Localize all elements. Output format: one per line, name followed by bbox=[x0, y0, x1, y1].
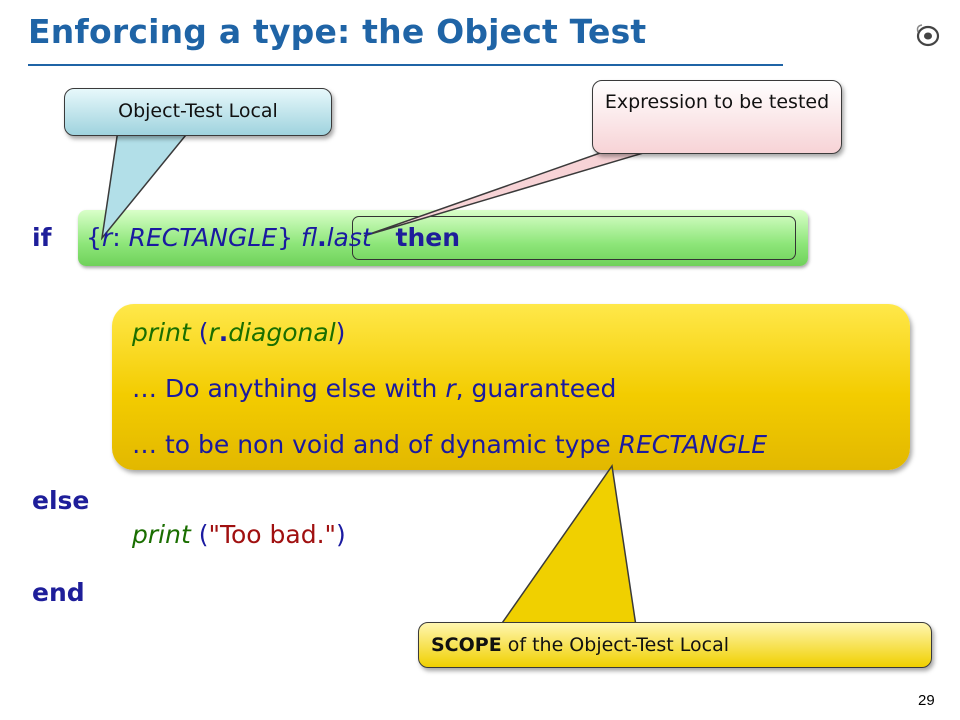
print2-open-paren: ( bbox=[190, 520, 209, 549]
print-diagonal-line: print (r.diagonal) bbox=[132, 318, 345, 347]
print-feature: diagonal bbox=[228, 318, 336, 347]
scope-description: of the Object-Test Local bbox=[501, 634, 729, 656]
expression-dot: . bbox=[317, 223, 327, 252]
condition-bar bbox=[78, 210, 808, 266]
title-underline bbox=[28, 64, 783, 66]
object-test-local-callout: Object-Test Local bbox=[64, 88, 332, 136]
object-test-condition: {r: RECTANGLE} fl.last then bbox=[86, 223, 460, 252]
expression-callout: Expression to be tested bbox=[592, 80, 842, 154]
print2-string: "Too bad." bbox=[208, 520, 337, 549]
else-keyword: else bbox=[32, 486, 90, 515]
print-target: r bbox=[208, 318, 219, 347]
open-brace: { bbox=[86, 223, 102, 252]
print-dot: . bbox=[218, 318, 229, 347]
if-keyword: if bbox=[32, 223, 52, 252]
scope-keyword: SCOPE bbox=[431, 634, 502, 656]
close-brace: } bbox=[277, 223, 293, 252]
local-callout-pointer bbox=[100, 129, 192, 241]
expression-outline bbox=[352, 216, 796, 260]
print-open-paren: ( bbox=[190, 318, 209, 347]
expression-target: fl bbox=[300, 223, 318, 252]
slide-title: Enforcing a type: the Object Test bbox=[28, 12, 647, 51]
print2-call: print bbox=[132, 520, 191, 549]
print-call: print bbox=[132, 318, 191, 347]
page-number: 29 bbox=[918, 692, 935, 709]
colon: : bbox=[112, 223, 121, 252]
comment2-prefix: … to be non void and of dynamic type bbox=[132, 430, 619, 459]
comment1-prefix: … Do anything else with bbox=[132, 374, 446, 403]
scope-callout: SCOPE of the Object-Test Local bbox=[418, 622, 932, 668]
eiffel-dot-logo-icon bbox=[916, 24, 940, 47]
print-close-paren: ) bbox=[335, 318, 346, 347]
comment-line-2: … to be non void and of dynamic type REC… bbox=[132, 430, 767, 459]
then-block bbox=[112, 304, 910, 470]
comment2-type: RECTANGLE bbox=[618, 430, 768, 459]
type-name: RECTANGLE bbox=[128, 223, 278, 252]
comment1-var: r bbox=[445, 374, 456, 403]
local-name: r bbox=[101, 223, 113, 252]
comment-line-1: … Do anything else with r, guaranteed bbox=[132, 374, 616, 403]
print2-close-paren: ) bbox=[336, 520, 346, 549]
print-too-bad-line: print ("Too bad.") bbox=[132, 520, 346, 549]
comment1-suffix: , guaranteed bbox=[455, 374, 617, 403]
then-keyword: then bbox=[395, 223, 461, 252]
scope-callout-pointer bbox=[498, 464, 637, 627]
expression-feature: last bbox=[326, 223, 372, 252]
end-keyword: end bbox=[32, 578, 85, 607]
